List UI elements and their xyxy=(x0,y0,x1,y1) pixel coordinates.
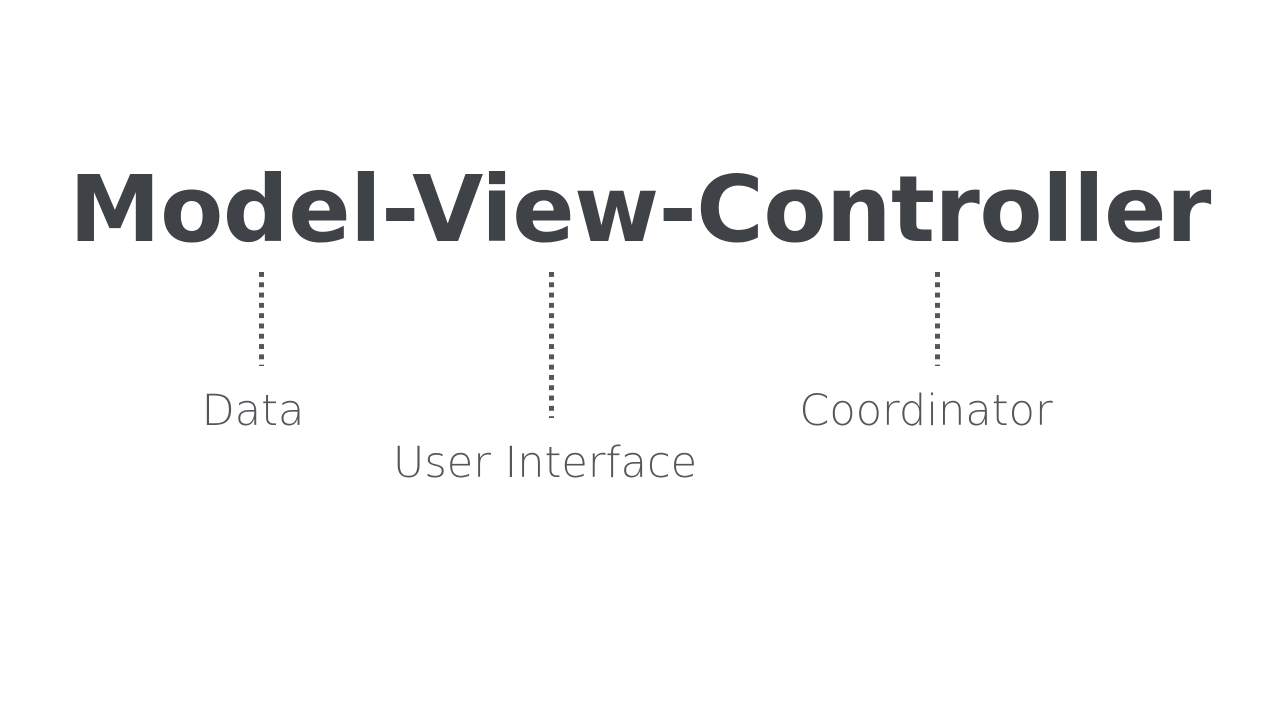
view-connector-dotted-line xyxy=(549,272,554,418)
page-title: Model-View-Controller xyxy=(69,156,1211,263)
view-label: User Interface xyxy=(392,438,698,488)
controller-label: Coordinator xyxy=(799,386,1053,436)
model-connector-dotted-line xyxy=(259,272,264,366)
controller-connector-dotted-line xyxy=(935,272,940,366)
model-label: Data xyxy=(201,386,305,436)
